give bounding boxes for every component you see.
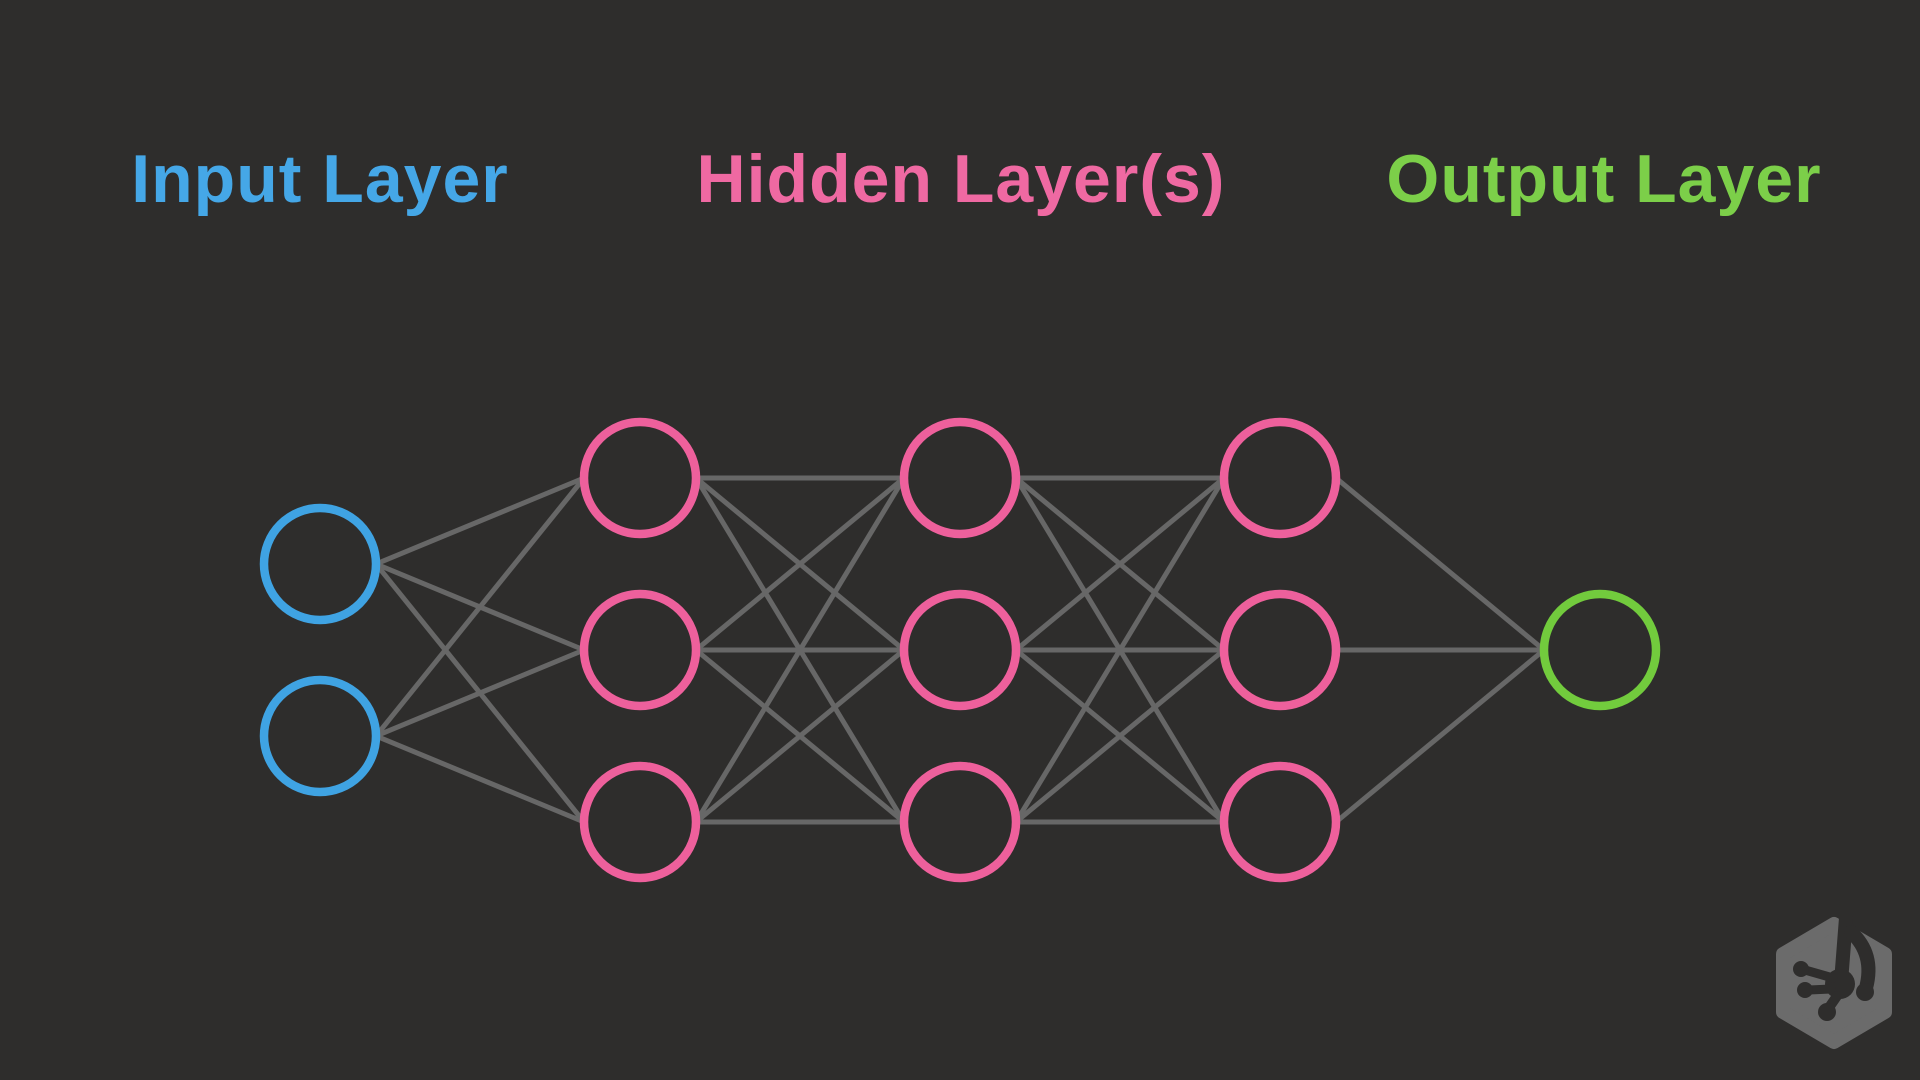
edge-hidden-2-to-hidden-3: [1014, 648, 1226, 824]
hidden-node-2: [1219, 589, 1341, 711]
edge-input-to-hidden-1: [375, 475, 585, 567]
edge-hidden-2-to-hidden-3: [1014, 476, 1226, 652]
frog-footprint-icon: [1793, 916, 1876, 1021]
hidden-node-3: [579, 761, 701, 883]
edge-hidden-1-to-hidden-2: [693, 476, 907, 824]
hidden-node-2: [579, 589, 701, 711]
hidden-node-1: [1219, 417, 1341, 539]
hidden-node-3: [1219, 761, 1341, 883]
edge-hidden-3-to-output: [1334, 476, 1546, 652]
edge-input-to-hidden-1: [374, 476, 586, 738]
input-node-2: [259, 675, 381, 797]
edge-input-to-hidden-1: [375, 733, 585, 825]
input-layer-label: Input Layer: [131, 141, 509, 217]
edge-hidden-1-to-hidden-2: [694, 648, 906, 824]
hidden-node-2: [899, 589, 1021, 711]
output-node-1: [1539, 589, 1661, 711]
edge-hidden-3-to-output: [1334, 648, 1546, 824]
edge-input-to-hidden-1: [375, 647, 585, 739]
hidden-node-1: [579, 417, 701, 539]
edge-hidden-2-to-hidden-3: [1013, 476, 1227, 824]
hidden-node-3: [899, 761, 1021, 883]
hexagon-frog-logo: [1776, 916, 1892, 1049]
output-layer-label: Output Layer: [1386, 141, 1822, 217]
hidden-layer-label: Hidden Layer(s): [696, 141, 1226, 217]
input-node-1: [259, 503, 381, 625]
hidden-node-1: [899, 417, 1021, 539]
edge-hidden-1-to-hidden-2: [694, 476, 906, 652]
